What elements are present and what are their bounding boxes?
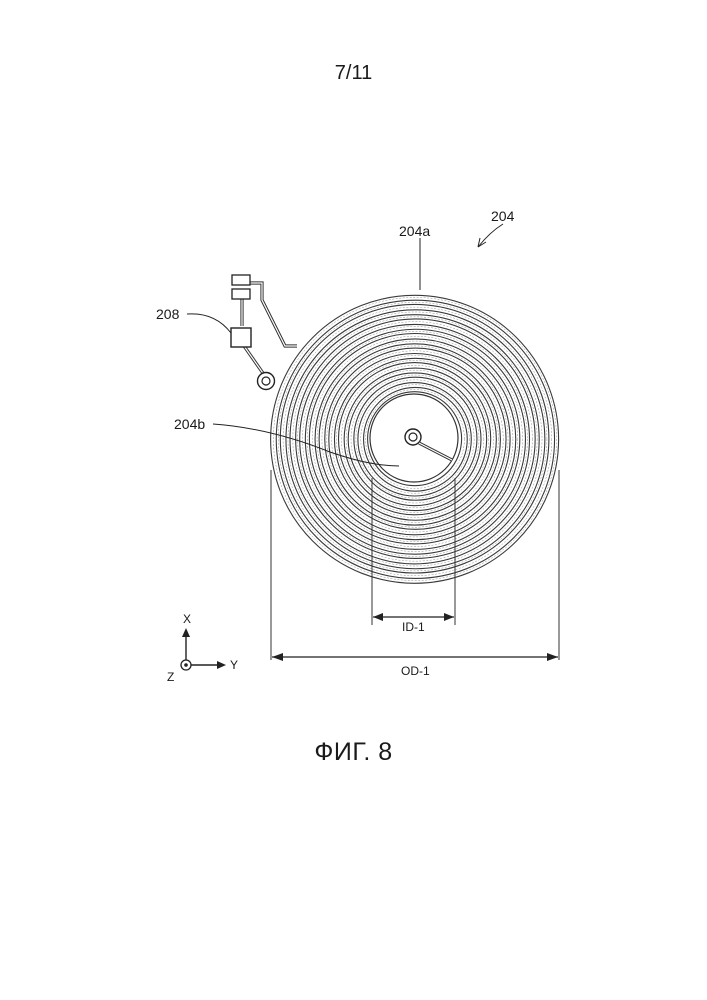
axes-indicator — [181, 628, 226, 670]
od-dimension-line — [272, 653, 558, 661]
label-id-1: ID-1 — [402, 620, 425, 634]
label-204b: 204b — [174, 416, 205, 432]
label-204a: 204a — [399, 223, 430, 239]
connector-pad-upper — [232, 275, 250, 285]
leader-208 — [187, 314, 231, 333]
connector-pad-lower — [232, 289, 250, 299]
lead-terminal-ring — [258, 373, 275, 390]
label-208: 208 — [156, 306, 180, 322]
label-od-1: OD-1 — [401, 664, 430, 678]
axis-y-label: Y — [230, 658, 238, 672]
axis-x-label: X — [183, 612, 191, 626]
component-208-box — [231, 328, 251, 347]
figure-caption: ФИГ. 8 — [0, 738, 707, 767]
axis-z-label: Z — [167, 670, 174, 684]
label-204: 204 — [491, 208, 515, 224]
assembly-arrow — [478, 224, 503, 247]
